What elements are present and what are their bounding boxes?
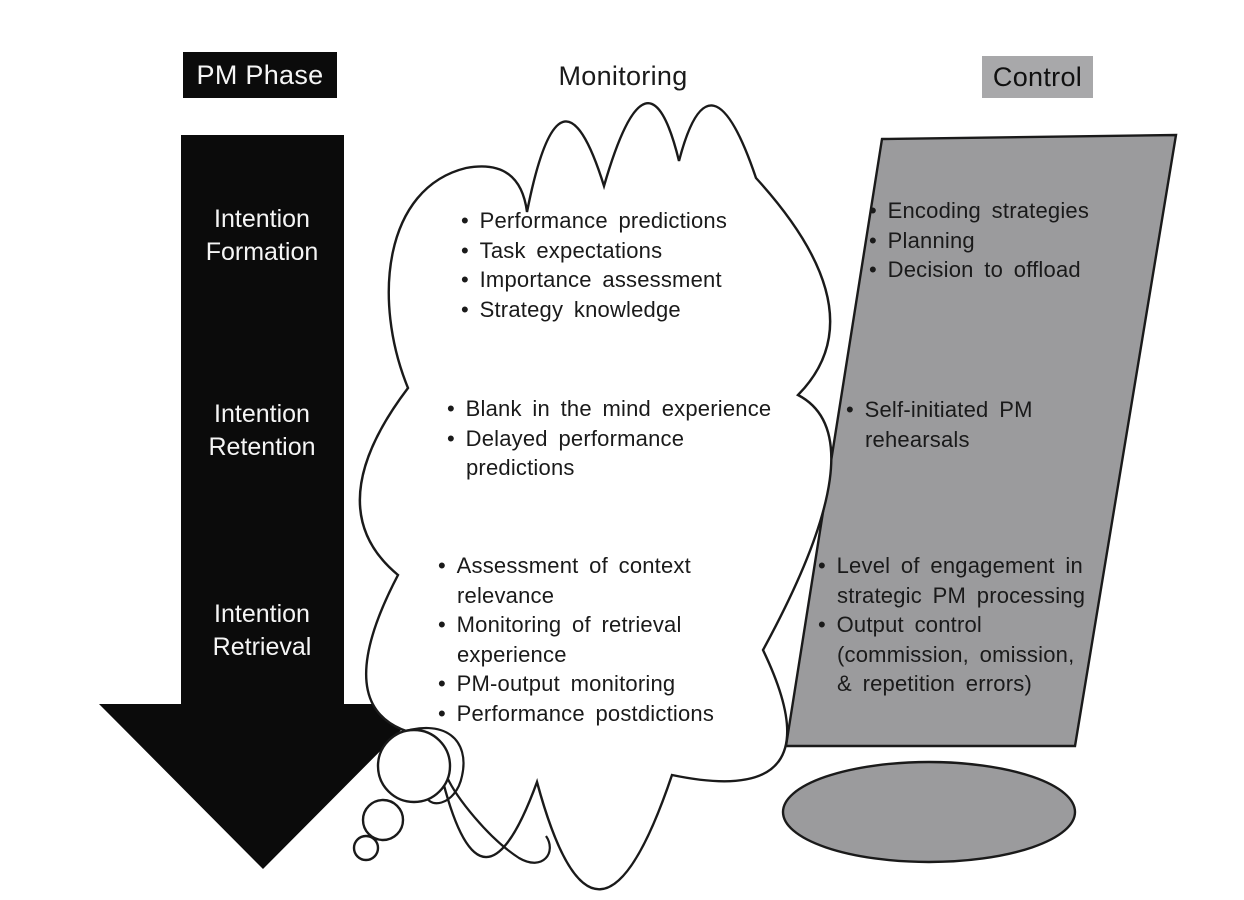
phase-arrow	[99, 135, 427, 869]
bullet-item: Planning	[869, 226, 1169, 256]
bullet-item: Output control (commission, omission, & …	[818, 610, 1090, 699]
control-list-retention: Self-initiated PM rehearsals	[846, 395, 1091, 454]
thought-bubble-circle-small	[352, 834, 380, 862]
thought-bubble-circle-large	[376, 728, 452, 804]
bullet-item: Strategy knowledge	[461, 295, 781, 325]
control-header: Control	[982, 56, 1093, 98]
bullet-item: Decision to offload	[869, 255, 1169, 285]
bullet-item: Monitoring of retrieval experience	[438, 610, 753, 669]
phase-label-intention-retrieval: Intention Retrieval	[212, 600, 312, 661]
phase-label-intention-formation: Intention Formation	[205, 205, 319, 266]
thought-bubble-circle-medium	[361, 798, 405, 842]
monitoring-list-retention: Blank in the mind experienceDelayed perf…	[447, 394, 782, 483]
bullet-item: Importance assessment	[461, 265, 781, 295]
bullet-item: PM-output monitoring	[438, 669, 753, 699]
bullet-item: Self-initiated PM rehearsals	[846, 395, 1091, 454]
monitoring-list-retrieval: Assessment of context relevanceMonitorin…	[438, 551, 753, 728]
bullet-item: Performance predictions	[461, 206, 781, 236]
control-list-formation: Encoding strategiesPlanningDecision to o…	[869, 196, 1169, 285]
monitoring-list-formation: Performance predictionsTask expectations…	[461, 206, 781, 324]
bullet-item: Task expectations	[461, 236, 781, 266]
bullet-item: Blank in the mind experience	[447, 394, 782, 424]
bullet-item: Performance postdictions	[438, 699, 753, 729]
control-list-retrieval: Level of engagement in strategic PM proc…	[818, 551, 1090, 699]
bullet-item: Level of engagement in strategic PM proc…	[818, 551, 1090, 610]
bullet-item: Assessment of context relevance	[438, 551, 753, 610]
monitoring-header: Monitoring	[558, 60, 688, 91]
control-ellipse	[781, 760, 1077, 864]
bullet-item: Encoding strategies	[869, 196, 1169, 226]
bullet-item: Delayed performance predictions	[447, 424, 782, 483]
pm-phase-header: PM Phase	[183, 52, 337, 98]
phase-label-intention-retention: Intention Retention	[208, 400, 316, 461]
